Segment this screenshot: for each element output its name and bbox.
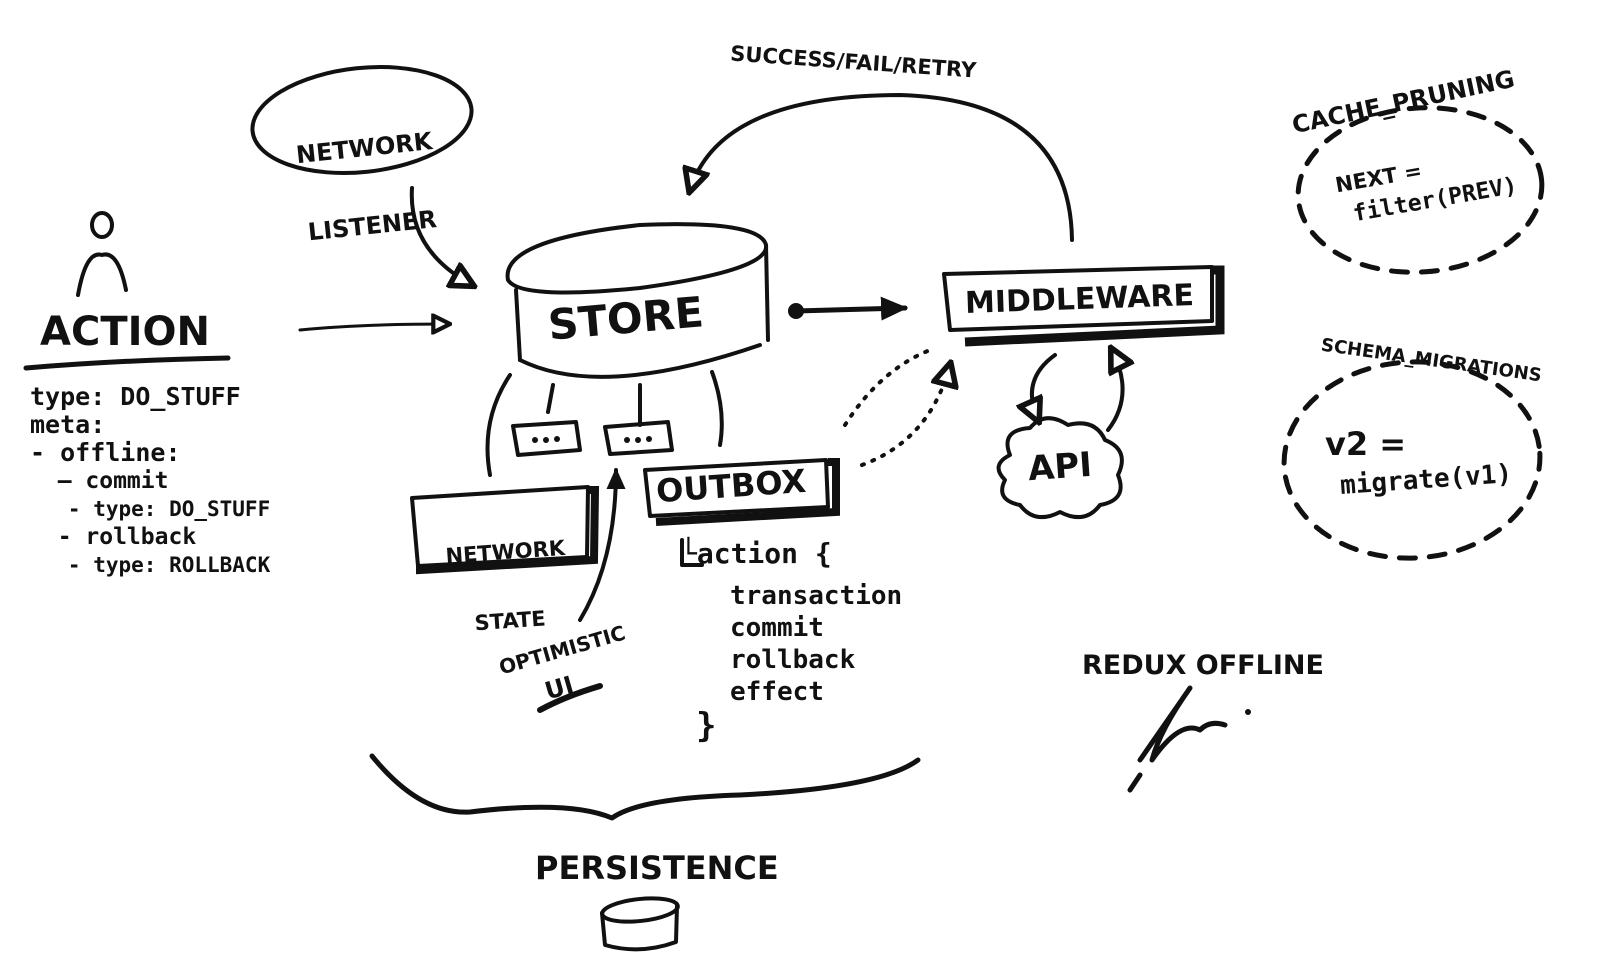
- action-detail-line: - offline:: [30, 438, 181, 467]
- signature-scribble: [1127, 685, 1228, 793]
- diagram-title: REDUX OFFLINE: [1082, 650, 1324, 681]
- edge-dotted-return: [843, 348, 932, 427]
- outbox-node: [643, 458, 840, 567]
- outbox-action-field: effect: [730, 677, 824, 707]
- middleware-label: MIDDLEWARE: [964, 278, 1195, 321]
- edge-listener-to-store: [409, 186, 472, 285]
- persistence-label: PERSISTENCE: [535, 849, 779, 887]
- network-listener-label: NETWORK LISTENER: [283, 81, 450, 270]
- action-detail-line: — commit: [30, 468, 169, 494]
- schema-migrations-line1: v2 =: [1325, 425, 1407, 463]
- outbox-action-open: └action {: [680, 537, 832, 570]
- network-state-node: [410, 485, 600, 575]
- store-slot-2: [603, 420, 674, 456]
- schema-migrations-node: [1281, 359, 1543, 561]
- edge-store-to-middleware: [788, 296, 908, 321]
- store-slot-1: [511, 420, 582, 457]
- action-detail-line: - type: DO_STUFF: [30, 497, 271, 521]
- action-detail-line: - type: ROLLBACK: [30, 553, 271, 577]
- middleware-node: [942, 265, 1225, 347]
- action-detail-line: - rollback: [30, 524, 197, 550]
- outbox-action-close: }: [696, 706, 717, 746]
- network-state-line2: STATE: [473, 606, 547, 636]
- api-label: API: [1026, 444, 1094, 490]
- action-detail-line: meta:: [30, 410, 106, 439]
- network-listener-line1: NETWORK: [294, 127, 434, 170]
- action-detail-line: type: DO_STUFF: [30, 382, 241, 411]
- edge-api-to-middleware: [1106, 350, 1123, 432]
- optimistic-ui-underline: [537, 683, 603, 713]
- network-listener-line2: LISTENER: [306, 205, 439, 247]
- cache-pruning-node: [1295, 105, 1545, 275]
- action-underline: [23, 355, 231, 371]
- network-state-line1: NETWORK: [444, 535, 566, 569]
- database-icon: [600, 896, 680, 952]
- outbox-action-field: commit: [730, 613, 824, 643]
- network-listener-node: [250, 65, 474, 175]
- person-icon: [76, 211, 128, 297]
- edge-action-to-store: [298, 324, 448, 330]
- store-leg-outbox: [710, 370, 724, 447]
- action-label: ACTION: [40, 309, 210, 355]
- edge-middleware-to-store-feedback: [690, 93, 1074, 242]
- outbox-label: OUTBOX: [654, 461, 808, 511]
- outbox-action-field: rollback: [730, 645, 856, 675]
- store-leg-network-state: [485, 373, 512, 477]
- edge-outbox-to-middleware: [860, 365, 950, 467]
- edge-middleware-to-api: [1032, 353, 1057, 420]
- store-leg-slot-1: [546, 383, 555, 414]
- optimistic-ui-line2: UI: [541, 670, 577, 706]
- store-node: [505, 222, 770, 379]
- api-node: [996, 416, 1124, 520]
- persistence-brace: [369, 753, 921, 821]
- edge-optimistic-ui: [578, 467, 626, 622]
- network-state-label: NETWORK STATE: [427, 495, 587, 658]
- outbox-action-field: transaction: [730, 581, 903, 611]
